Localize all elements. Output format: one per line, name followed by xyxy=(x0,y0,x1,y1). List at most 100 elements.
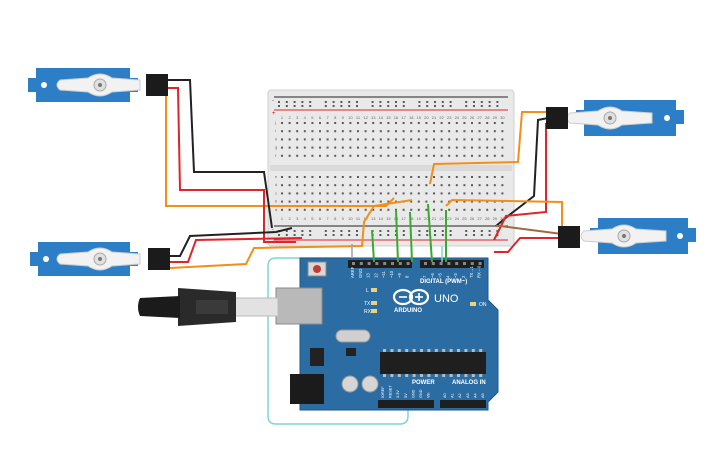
digital-pin-label: 13 xyxy=(366,273,371,278)
column-number: 3 xyxy=(296,216,299,221)
capacitor-2 xyxy=(361,375,379,393)
column-number: 14 xyxy=(379,216,384,221)
power-jack xyxy=(290,374,324,404)
analog-pin-label: A0 xyxy=(443,393,447,398)
column-number: 22 xyxy=(439,115,444,120)
row-letter: g xyxy=(275,145,277,150)
wire-orange-br xyxy=(445,198,563,232)
rail-minus-label-bottom: - xyxy=(272,227,274,233)
column-number: 5 xyxy=(311,115,314,120)
atmega-chip xyxy=(380,352,486,374)
column-number: 28 xyxy=(485,115,490,120)
column-number: 25 xyxy=(462,216,467,221)
digital-pin-label: AREF xyxy=(350,266,355,278)
column-number: 8 xyxy=(334,216,337,221)
column-number: 15 xyxy=(386,216,391,221)
wire-red-br xyxy=(494,237,562,253)
column-number: 18 xyxy=(409,216,414,221)
row-letter: h xyxy=(275,136,277,141)
column-number: 1 xyxy=(281,115,284,120)
digital-pin-label: ~6 xyxy=(430,273,435,278)
wire-green-4 xyxy=(427,203,433,263)
row-letter: f xyxy=(275,153,277,158)
brand-label: ARDUINO xyxy=(394,308,422,314)
column-number: 12 xyxy=(363,115,368,120)
column-number: 24 xyxy=(455,216,460,221)
wire-black-bl xyxy=(170,227,293,257)
column-number: 29 xyxy=(493,216,498,221)
servo-bottom-left[interactable] xyxy=(30,242,170,276)
digital-pin-label: RX←0 xyxy=(477,265,482,278)
digital-pin-label: ~9 xyxy=(397,273,402,278)
analog-pin-label: A3 xyxy=(466,393,470,398)
servo-top-right[interactable] xyxy=(546,100,684,136)
power-pin-label: 3.3V xyxy=(396,390,400,398)
wire-red-bl xyxy=(170,237,303,263)
wire-orange-bl xyxy=(169,199,413,269)
column-number: 23 xyxy=(447,216,452,221)
capacitor-1 xyxy=(341,375,359,393)
power-label: POWER xyxy=(412,380,435,386)
column-number: 27 xyxy=(477,216,482,221)
column-number: 14 xyxy=(379,115,384,120)
power-pin-label: Vin xyxy=(427,393,431,398)
analog-pin-label: A5 xyxy=(481,393,485,398)
breadboard: 1122334455667788991010111112121313141415… xyxy=(267,89,515,247)
servo-bottom-right[interactable] xyxy=(558,218,696,254)
led-rx-label: RX xyxy=(364,309,372,315)
rail-minus-label: - xyxy=(272,98,274,104)
column-number: 1 xyxy=(281,216,284,221)
column-number: 11 xyxy=(356,216,361,221)
row-letter: i xyxy=(275,128,276,133)
column-number: 20 xyxy=(424,115,429,120)
column-number: 21 xyxy=(432,115,437,120)
servo-top-left[interactable] xyxy=(28,68,168,102)
digital-pin-label: TX→1 xyxy=(469,265,474,278)
column-number: 28 xyxy=(485,216,490,221)
row-letter: b xyxy=(275,199,278,204)
column-number: 30 xyxy=(500,115,505,120)
digital-pin-label: ~3 xyxy=(453,273,458,278)
digital-pin-label: ~5 xyxy=(438,273,443,278)
column-number: 10 xyxy=(348,216,353,221)
column-number: 4 xyxy=(304,216,307,221)
analog-label: ANALOG IN xyxy=(452,380,486,386)
led-tx-label: TX xyxy=(364,301,371,307)
wire-black-tl xyxy=(168,79,273,229)
column-number: 17 xyxy=(401,216,406,221)
column-number: 7 xyxy=(326,115,329,120)
wire-green-3 xyxy=(409,211,413,263)
column-number: 5 xyxy=(311,216,314,221)
analog-header xyxy=(440,400,486,408)
wire-red-tl xyxy=(168,87,296,243)
column-number: 18 xyxy=(409,115,414,120)
power-pin-label: GND xyxy=(411,389,415,398)
digital-pin-label: ~10 xyxy=(389,270,394,278)
row-letter: c xyxy=(275,190,277,195)
wire-green-1 xyxy=(371,229,375,263)
digital-label: DIGITAL (PWM~) xyxy=(420,279,467,285)
digital-pin-label: 2 xyxy=(461,275,466,278)
column-number: 29 xyxy=(493,115,498,120)
usb-cable-outline xyxy=(267,257,409,425)
led-l-label: L xyxy=(366,288,369,294)
digital-pin-label: 12 xyxy=(373,273,378,278)
column-number: 21 xyxy=(432,216,437,221)
column-number: 8 xyxy=(334,115,337,120)
power-pin-label: GND xyxy=(419,389,423,398)
column-number: 10 xyxy=(348,115,353,120)
column-number: 6 xyxy=(319,115,322,120)
arduino-logo-icon xyxy=(392,288,430,306)
digital-pin-label: 7 xyxy=(422,275,427,278)
power-pin-label: 5V xyxy=(404,393,408,398)
column-number: 2 xyxy=(288,115,291,120)
column-number: 23 xyxy=(447,115,452,120)
column-number: 19 xyxy=(417,115,422,120)
column-number: 16 xyxy=(394,115,399,120)
breadboard-holes: 1122334455667788991010111112121313141415… xyxy=(274,101,505,236)
